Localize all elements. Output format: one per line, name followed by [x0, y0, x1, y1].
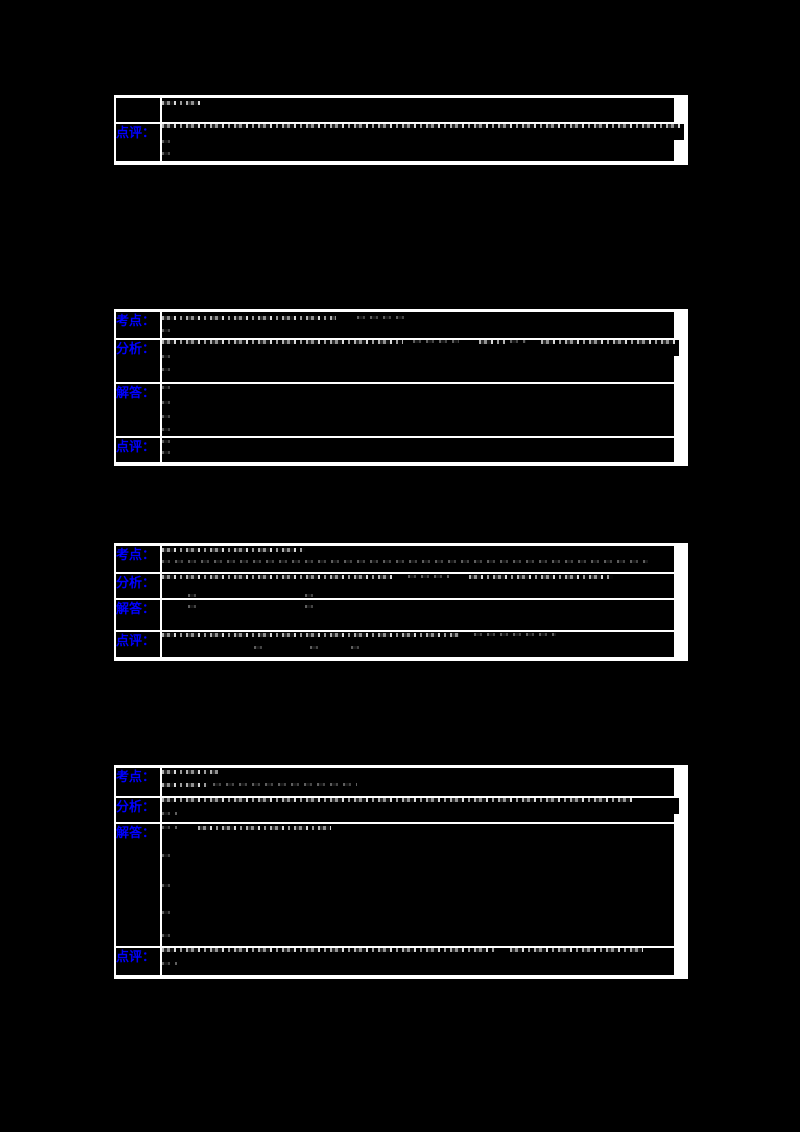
text-glyph-fringe [162, 124, 685, 128]
table-row: 考点： [116, 768, 674, 796]
text-glyph-fringe [474, 633, 557, 636]
row-content-redacted-text [162, 340, 680, 382]
row-label: 解答： [116, 600, 160, 630]
row-label: 点评： [116, 632, 160, 657]
row-label: 分析： [116, 340, 160, 382]
row-label-empty [116, 98, 160, 122]
text-glyph-fringe [162, 911, 173, 914]
solution-table: 考点：分析：解答：点评： [114, 543, 688, 661]
row-content-redacted-text [162, 948, 674, 975]
text-glyph-fringe [305, 594, 316, 597]
row-content-redacted-text [162, 124, 685, 161]
text-glyph-fringe [162, 368, 173, 371]
text-glyph-fringe [162, 812, 178, 815]
text-glyph-fringe [162, 316, 337, 320]
table-row: 解答： [116, 600, 674, 630]
row-label: 点评： [116, 948, 160, 975]
text-glyph-fringe [162, 884, 173, 887]
row-label: 考点： [116, 768, 160, 796]
solution-table: 考点：分析：解答：点评： [114, 309, 688, 466]
text-glyph-fringe [162, 415, 173, 418]
text-glyph-fringe [162, 854, 173, 857]
text-glyph-fringe [412, 340, 459, 343]
row-content-redacted-text [162, 632, 674, 657]
row-label: 考点： [116, 546, 160, 572]
text-glyph-fringe [305, 605, 316, 608]
text-glyph-fringe [162, 152, 173, 155]
text-glyph-fringe [310, 646, 321, 649]
text-glyph-fringe [162, 386, 173, 389]
row-label: 解答： [116, 384, 160, 436]
text-glyph-fringe [162, 560, 649, 563]
text-glyph-fringe [162, 451, 173, 454]
row-content-redacted-text [162, 798, 680, 822]
table-row: 考点： [116, 312, 674, 338]
text-glyph-fringe [510, 340, 526, 343]
row-content-redacted-text [162, 98, 674, 122]
row-label: 点评： [116, 124, 160, 161]
text-glyph-fringe [162, 548, 306, 552]
row-content-redacted-text [162, 600, 674, 630]
table-row: 点评： [116, 632, 674, 657]
row-label: 分析： [116, 798, 160, 822]
text-line-bar [162, 340, 680, 356]
table-row: 点评： [116, 438, 674, 462]
table-row: 分析： [116, 340, 680, 382]
text-glyph-fringe [162, 962, 178, 965]
text-line-bar [162, 124, 685, 140]
table-row: 点评： [116, 948, 674, 975]
text-glyph-fringe [162, 140, 173, 143]
text-glyph-fringe [351, 646, 362, 649]
text-glyph-fringe [187, 605, 198, 608]
row-content-redacted-text [162, 438, 674, 462]
table-row: 解答： [116, 824, 674, 946]
text-glyph-fringe [162, 101, 203, 105]
row-content-redacted-text [162, 546, 674, 572]
solution-table: 点评： [114, 95, 688, 165]
text-glyph-fringe [479, 340, 506, 344]
row-content-redacted-text [162, 384, 674, 436]
text-glyph-fringe [162, 948, 495, 952]
row-content-redacted-text [162, 768, 674, 796]
text-glyph-fringe [407, 575, 449, 578]
row-content-redacted-text [162, 574, 674, 598]
solution-table: 考点：分析：解答：点评： [114, 765, 688, 979]
text-line-bar [162, 948, 674, 964]
text-glyph-fringe [162, 783, 209, 787]
text-glyph-fringe [469, 575, 613, 579]
text-line-bar [162, 798, 680, 814]
table-row: 考点： [116, 546, 674, 572]
text-glyph-fringe [162, 826, 178, 829]
text-glyph-fringe [187, 594, 198, 597]
table-row: 解答： [116, 384, 674, 436]
text-glyph-fringe [162, 770, 219, 774]
text-glyph-fringe [356, 316, 408, 319]
text-glyph-fringe [162, 428, 173, 431]
text-glyph-fringe [162, 934, 173, 937]
row-content-redacted-text [162, 312, 674, 338]
text-glyph-fringe [197, 826, 331, 830]
row-label: 分析： [116, 574, 160, 598]
table-row: 点评： [116, 124, 685, 161]
row-label: 解答： [116, 824, 160, 946]
row-content-redacted-text [162, 824, 674, 946]
text-glyph-fringe [540, 340, 680, 344]
text-glyph-fringe [162, 440, 173, 443]
table-row [116, 98, 674, 122]
text-glyph-fringe [162, 355, 173, 358]
text-glyph-fringe [162, 401, 173, 404]
text-glyph-fringe [213, 783, 357, 786]
text-glyph-fringe [162, 340, 403, 344]
row-label: 点评： [116, 438, 160, 462]
text-glyph-fringe [162, 633, 459, 637]
text-glyph-fringe [162, 329, 173, 332]
table-row: 分析： [116, 574, 674, 598]
text-glyph-fringe [254, 646, 265, 649]
row-label: 考点： [116, 312, 160, 338]
table-row: 分析： [116, 798, 680, 822]
text-glyph-fringe [162, 798, 634, 802]
text-glyph-fringe [162, 575, 393, 579]
text-glyph-fringe [510, 948, 644, 952]
